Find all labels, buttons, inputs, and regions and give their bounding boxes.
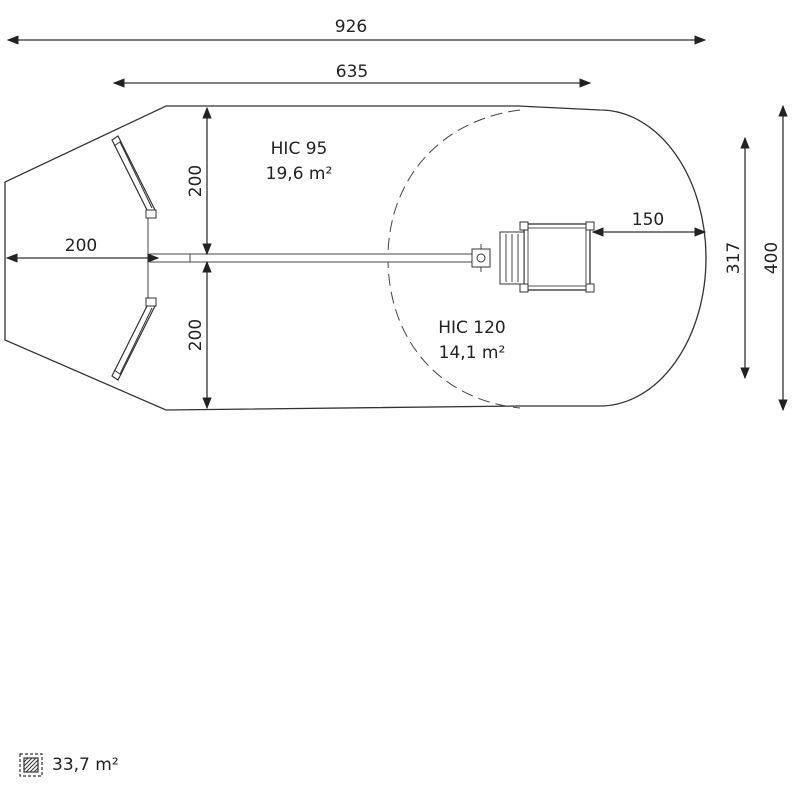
total-area-value: 33,7 m² [52, 755, 119, 775]
play-tower [471, 221, 595, 293]
dimension-total-height: 400 [762, 242, 782, 274]
swing-beam [149, 253, 481, 263]
dimension-upper-height: 200 [186, 165, 206, 197]
dimension-left-offset: 200 [65, 236, 97, 256]
dimension-total-length: 926 [335, 17, 367, 37]
dimension-inner-length: 635 [336, 62, 368, 82]
dimension-right-clearance: 150 [632, 210, 664, 230]
swing-fan-frame [111, 135, 157, 381]
hic95-area: 19,6 m² [266, 164, 333, 184]
hic120-label: HIC 120 [438, 318, 506, 338]
hic120-area: 14,1 m² [439, 343, 506, 363]
safety-zone-outline [4, 105, 707, 411]
dimension-inner-height: 317 [724, 242, 744, 274]
hatched-area-icon [19, 753, 43, 777]
dimension-lower-height: 200 [186, 319, 206, 351]
hic95-label: HIC 95 [271, 139, 328, 159]
area-legend: 33,7 m² [18, 752, 119, 778]
